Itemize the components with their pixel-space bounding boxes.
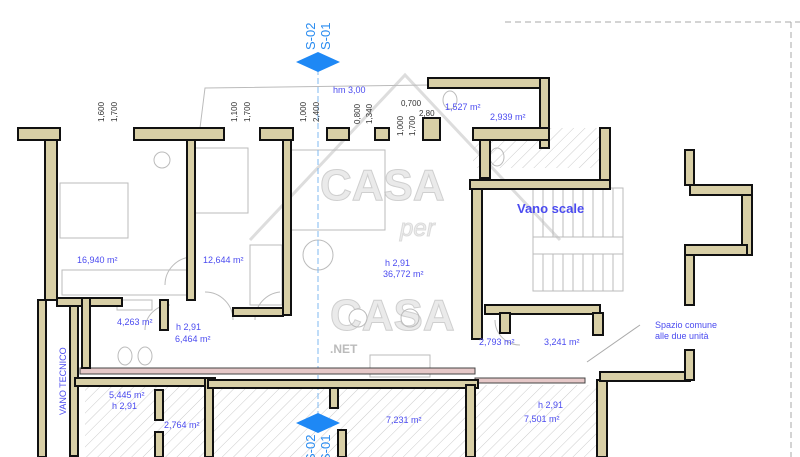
room-area: 7,501 m² [524, 414, 560, 424]
svg-text:CASA: CASA [330, 291, 455, 340]
svg-text:1,600: 1,600 [97, 101, 106, 122]
svg-text:1,700: 1,700 [110, 101, 119, 122]
staircase [532, 187, 624, 292]
svg-text:S-01: S-01 [318, 23, 333, 50]
dimension-labels: 1,600 1,700 1,100 1,700 1,000 2,400 0,80… [97, 85, 435, 136]
svg-text:1,100: 1,100 [230, 101, 239, 122]
svg-text:1,340: 1,340 [365, 103, 374, 124]
common-space-note: alle due unità [655, 331, 709, 341]
room-area: 6,464 m² [175, 334, 211, 344]
svg-text:1,000: 1,000 [299, 101, 308, 122]
room-area: 3,241 m² [544, 337, 580, 347]
room-area: 16,940 m² [77, 255, 118, 265]
section-marker-bottom: S-02 S-01 [296, 413, 340, 457]
watermark: CASA per CASA [248, 72, 562, 341]
room-height: h 2,91 [112, 401, 137, 411]
svg-text:S-01: S-01 [318, 435, 333, 457]
room-area: 36,772 m² [383, 269, 424, 279]
partition-wall [79, 367, 476, 375]
common-space-note: Spazio comune [655, 320, 717, 330]
room-area: 1,527 m² [445, 102, 481, 112]
room-height: h 2,91 [176, 322, 201, 332]
svg-text:2,80: 2,80 [419, 109, 435, 118]
room-area: 2,793 m² [479, 337, 515, 347]
svg-text:S-02: S-02 [303, 23, 318, 50]
room-area: 5,445 m² [109, 390, 145, 400]
svg-text:1,000: 1,000 [396, 115, 405, 136]
svg-text:2,400: 2,400 [312, 101, 321, 122]
room-height: h 2,91 [385, 258, 410, 268]
furniture [59, 21, 800, 457]
svg-text:hm 3,00: hm 3,00 [333, 85, 366, 95]
room-height: h 2,91 [538, 400, 563, 410]
technical-room-label: VANO TECNICO [58, 347, 68, 415]
room-labels: 16,940 m² 12,644 m² h 2,91 36,772 m² 1,5… [58, 102, 717, 430]
watermark-net: .NET [330, 342, 358, 356]
section-arrow-icon [296, 413, 340, 433]
partition-wall [474, 377, 586, 384]
svg-text:S-02: S-02 [303, 435, 318, 457]
room-area: 4,263 m² [117, 317, 153, 327]
stair-label: Vano scale [517, 201, 584, 216]
room-area: 2,764 m² [164, 420, 200, 430]
room-area: 2,939 m² [490, 112, 526, 122]
svg-text:per: per [399, 215, 436, 242]
svg-text:1,700: 1,700 [243, 101, 252, 122]
svg-text:0,800: 0,800 [353, 103, 362, 124]
room-area: 12,644 m² [203, 255, 244, 265]
section-arrow-icon [296, 52, 340, 72]
svg-text:0,700: 0,700 [401, 99, 422, 108]
section-marker-top: S-02 S-01 [296, 23, 340, 72]
svg-text:CASA: CASA [320, 161, 445, 210]
walls [17, 77, 753, 457]
svg-text:1,700: 1,700 [408, 115, 417, 136]
room-area: 7,231 m² [386, 415, 422, 425]
